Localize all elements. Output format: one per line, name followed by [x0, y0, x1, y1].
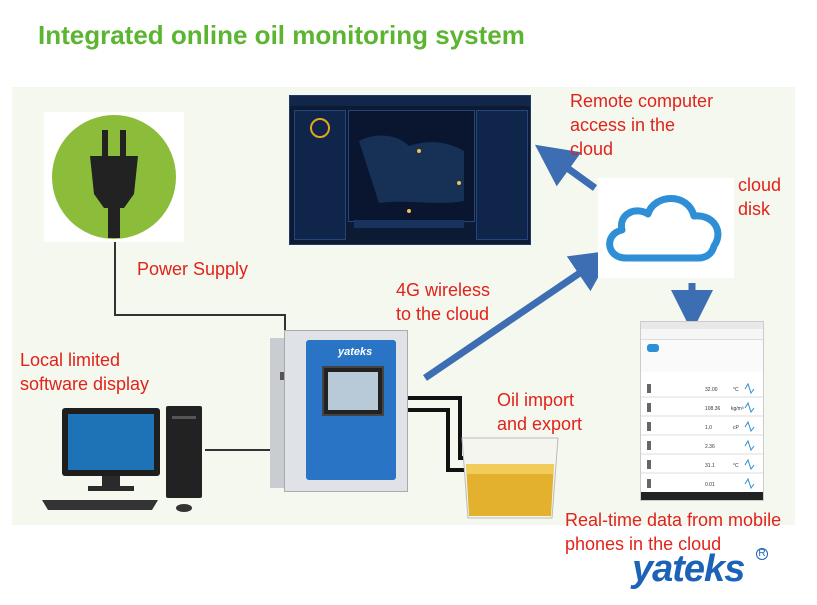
phone-row-value: 31.1 [705, 463, 715, 469]
wireless-arrow [423, 250, 614, 381]
local-display-label: Local limited software display [20, 348, 149, 396]
phone-row-value: 32.00 [705, 387, 718, 393]
monitoring-device-image: yateks [270, 322, 410, 494]
phone-row-unit: cP [733, 425, 739, 431]
power-plug-image [44, 112, 184, 242]
cloud-icon [598, 178, 734, 278]
label-line: cloud [570, 139, 614, 159]
yateks-logo: yateks [632, 548, 745, 590]
label-line: access in the [570, 115, 676, 135]
device-brand: yateks [338, 346, 373, 358]
device-touchscreen [322, 366, 384, 416]
map-graphic [359, 135, 464, 213]
label-line: to the cloud [396, 304, 490, 324]
beaker-icon [461, 437, 559, 519]
desktop-computer-image [38, 402, 208, 514]
label-line: Remote computer [570, 91, 714, 111]
cloud-to-computer-arrow [534, 144, 598, 191]
plug-icon [52, 115, 176, 239]
label-line: Local limited [20, 350, 121, 370]
label-line: disk [738, 199, 771, 219]
page-title: Integrated online oil monitoring system [38, 20, 525, 50]
cloud-disk-label: cloud disk [738, 173, 781, 221]
label-line: and export [497, 414, 583, 434]
phone-rows-graphic [641, 382, 763, 490]
phone-row-value: 108.36 [705, 406, 721, 412]
oil-import-export-label: Oil import and export [497, 388, 582, 436]
label-line: phones in the cloud [565, 534, 722, 554]
mobile-phone-image: 32.00 °C 108.36 kg/m³ 1.0 cP 2.36 31.1 °… [640, 321, 764, 501]
remote-dashboard-image [289, 95, 531, 245]
phone-row-unit: kg/m³ [731, 406, 744, 412]
phone-row-unit: °C [733, 387, 739, 393]
wireless-label: 4G wireless to the cloud [396, 278, 490, 326]
phone-row-value: 0.01 [705, 482, 715, 488]
mobile-data-label: Real-time data from mobile phones in the… [565, 508, 781, 556]
power-supply-label: Power Supply [137, 259, 249, 279]
desktop-pc-icon [42, 406, 202, 512]
label-line: cloud [738, 175, 782, 195]
phone-row-unit: °C [733, 463, 739, 469]
label-line: software display [20, 374, 150, 394]
label-line: Oil import [497, 390, 575, 410]
oil-beaker-image [454, 434, 566, 522]
remote-computer-label: Remote computer access in the cloud [570, 89, 713, 161]
phone-row-value: 2.36 [705, 444, 715, 450]
label-line: Real-time data from mobile [565, 510, 782, 530]
phone-row-value: 1.0 [705, 425, 712, 431]
label-line: 4G wireless [396, 280, 491, 300]
power-cable-line [114, 238, 286, 340]
registered-mark-icon: R [756, 548, 768, 560]
